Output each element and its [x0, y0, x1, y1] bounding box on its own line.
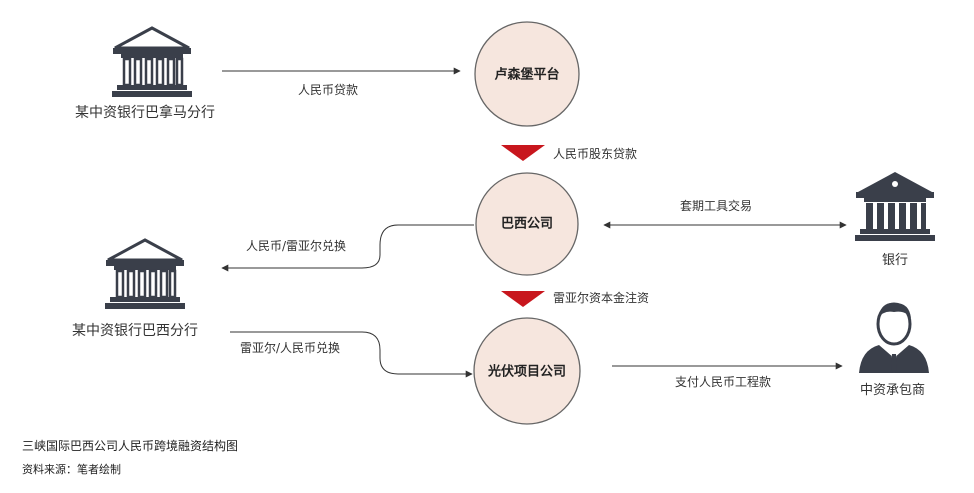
- real-rmb-exchange-arrow: [230, 331, 473, 378]
- rmb-real-exchange-label: 人民币/雷亚尔兑换: [246, 238, 346, 253]
- shareholder-loan-triangle: [501, 145, 545, 161]
- capital-injection-label: 雷亚尔资本金注资: [553, 290, 649, 305]
- bank-label: 银行: [882, 253, 908, 268]
- contractor-label: 中资承包商: [860, 383, 925, 398]
- pv-company-node: 光伏项目公司: [473, 317, 581, 425]
- brazil-company-label: 巴西公司: [501, 217, 553, 232]
- rmb-real-exchange-arrow: [221, 224, 474, 272]
- rmb-payment-label: 支付人民币工程款: [675, 374, 771, 389]
- shareholder-loan-label: 人民币股东贷款: [553, 147, 637, 161]
- caption-title: 三峡国际巴西公司人民币跨境融资结构图: [22, 439, 239, 453]
- brazil-company-node: 巴西公司: [475, 172, 579, 276]
- bank-panama-label: 某中资银行巴拿马分行: [75, 104, 215, 121]
- platform-label: 卢森堡平台: [494, 67, 559, 83]
- platform-node: 卢森堡平台: [474, 21, 580, 127]
- bank-icon: [855, 172, 935, 241]
- contractor-icon: [859, 302, 929, 373]
- bank-brazil-icon: [103, 238, 187, 311]
- bank-brazil-label: 某中资银行巴西分行: [72, 323, 198, 339]
- rmb-loan-label: 人民币贷款: [298, 83, 358, 97]
- bank-panama-icon: [110, 26, 194, 99]
- real-rmb-exchange-label: 雷亚尔/人民币兑换: [240, 340, 340, 355]
- pv-company-label: 光伏项目公司: [487, 364, 566, 380]
- caption-source: 资料来源：笔者绘制: [22, 463, 121, 476]
- hedging-label: 套期工具交易: [680, 198, 752, 213]
- capital-injection-triangle: [501, 291, 545, 307]
